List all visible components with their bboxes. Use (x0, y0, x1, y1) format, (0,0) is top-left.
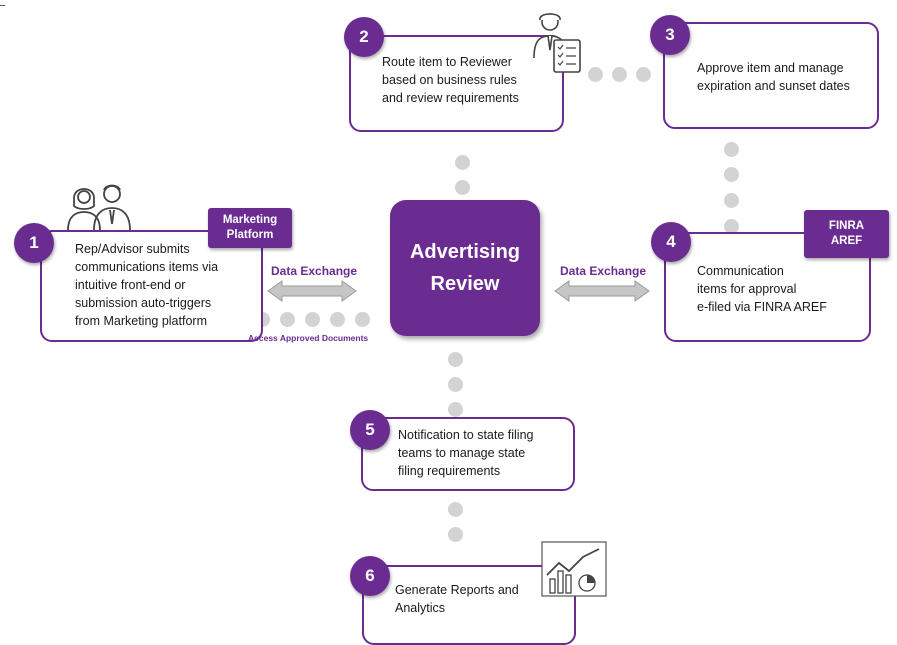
connector-dot (455, 155, 470, 170)
connector-dot (448, 377, 463, 392)
step-5-card (361, 417, 575, 491)
people-icon (64, 180, 136, 231)
step-2-badge: 2 (344, 17, 384, 57)
step-4-text: Communication items for approval e-filed… (697, 264, 827, 314)
step-3-card (663, 22, 879, 129)
step-5-text: Notification to state filing teams to ma… (398, 428, 534, 478)
corner-mark (0, 5, 5, 6)
analytics-chart-icon (541, 541, 607, 597)
step-2-card (349, 35, 564, 132)
connector-dot (612, 67, 627, 82)
connector-dot (448, 502, 463, 517)
advertising-review-box: Advertising Review (390, 200, 540, 336)
step-5-badge: 5 (350, 410, 390, 450)
connector-dot (636, 67, 651, 82)
connector-dot (455, 180, 470, 195)
step-1-badge: 1 (14, 223, 54, 263)
step-3-text: Approve item and manage expiration and s… (697, 61, 850, 93)
step-2-text: Route item to Reviewer based on business… (382, 55, 519, 105)
step-4-badge: 4 (651, 222, 691, 262)
double-arrow-icon (266, 279, 358, 303)
step-1-card (40, 230, 263, 342)
connector-dot (588, 67, 603, 82)
access-approved-documents-label: Access Approved Documents (248, 333, 369, 343)
step-6-text: Generate Reports and Analytics (395, 583, 519, 615)
connector-dot (355, 312, 370, 327)
data-exchange-left-label: Data Exchange (271, 264, 358, 278)
connector-dot (448, 352, 463, 367)
step-6-badge: 6 (350, 556, 390, 596)
step-1-text: Rep/Advisor submits communications items… (75, 242, 219, 328)
connector-dot (724, 167, 739, 182)
connector-dot (280, 312, 295, 327)
connector-dot (448, 527, 463, 542)
connector-dot (448, 402, 463, 417)
connector-dot (724, 193, 739, 208)
reviewer-checklist-icon (528, 10, 582, 76)
connector-dot (305, 312, 320, 327)
finra-aref-tag: FINRA AREF (804, 210, 889, 258)
connector-dot (724, 219, 739, 234)
marketing-platform-tag: Marketing Platform (208, 208, 292, 248)
data-exchange-right-label: Data Exchange (560, 264, 647, 278)
double-arrow-icon (553, 279, 651, 303)
connector-dot (724, 142, 739, 157)
connector-dot (330, 312, 345, 327)
step-3-badge: 3 (650, 15, 690, 55)
